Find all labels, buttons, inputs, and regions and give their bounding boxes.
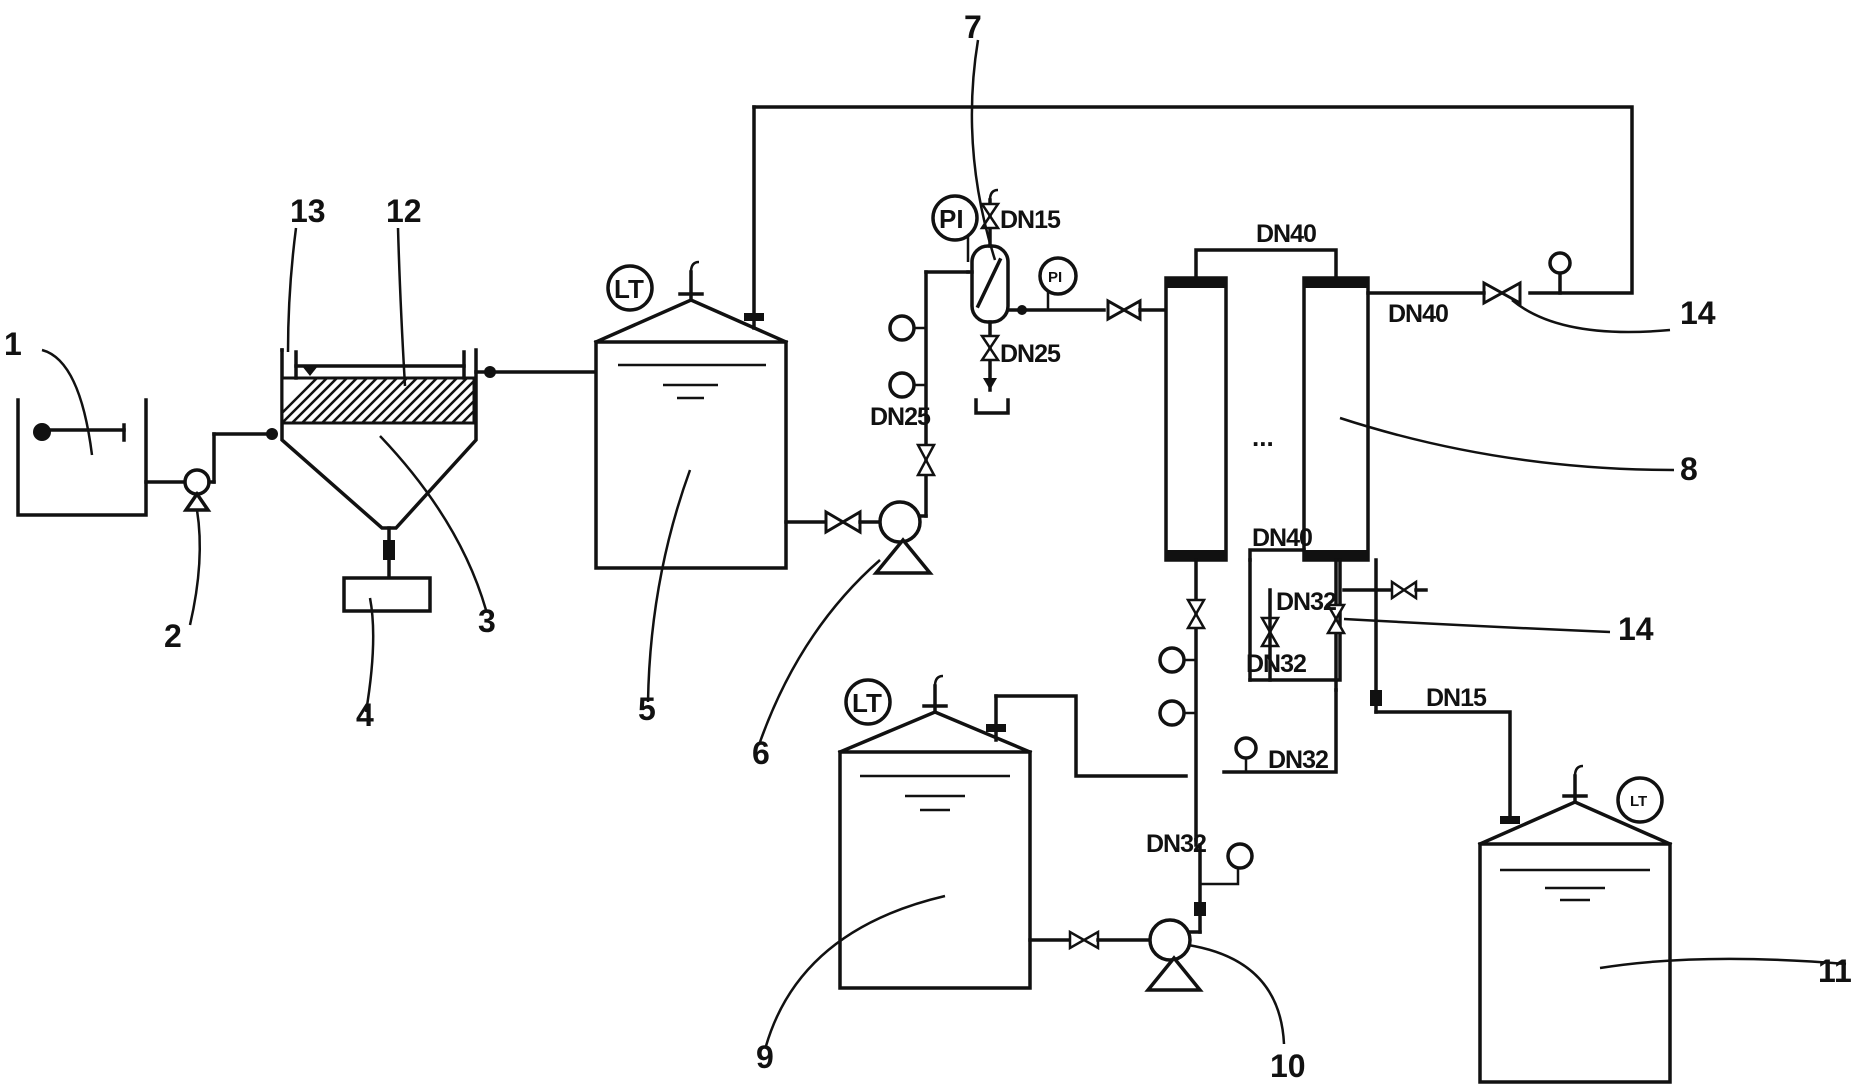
component-labels: 1 2 3 4 5 6 7 8 9 10 11 12 13 14 14 <box>4 9 1852 1084</box>
membrane-modules <box>1164 248 1512 842</box>
raw-water-tank <box>16 398 185 517</box>
dn32-left: DN32 <box>1246 650 1306 678</box>
filter-media-hatch <box>282 378 474 423</box>
label-1: 1 <box>4 326 22 362</box>
booster-pump <box>784 270 970 575</box>
dn25-filter-bottom: DN25 <box>1000 340 1061 368</box>
cleaning-tank <box>837 674 1188 990</box>
return-gauge <box>1548 251 1572 295</box>
dn15-filter-top: DN15 <box>1000 206 1061 234</box>
dn25-pump-line: DN25 <box>870 403 931 431</box>
feed-pump <box>182 432 274 512</box>
label-11: 11 <box>1818 953 1852 989</box>
label-13: 13 <box>290 193 326 229</box>
label-10: 10 <box>1270 1048 1306 1084</box>
leader-lines <box>41 39 1847 1047</box>
settling-tank <box>266 348 598 613</box>
lt-tank11-text: LT <box>1630 793 1647 810</box>
modules-ellipsis: ... <box>1252 422 1274 452</box>
pipe-size-labels: DN15 DN25 DN25 DN40 DN40 DN40 DN32 DN32 … <box>870 206 1488 858</box>
cleaning-pump <box>1028 838 1254 992</box>
label-9: 9 <box>756 1039 774 1075</box>
label-8: 8 <box>1680 451 1698 487</box>
label-5: 5 <box>638 691 656 727</box>
dn15-outlet: DN15 <box>1426 684 1487 712</box>
cartridge-filter <box>931 188 1168 415</box>
label-4: 4 <box>356 697 374 733</box>
dn32-pump-line: DN32 <box>1146 830 1206 858</box>
label-12: 12 <box>386 193 422 229</box>
return-valve <box>1482 280 1522 306</box>
label-3: 3 <box>478 603 496 639</box>
label-14-bottom: 14 <box>1618 611 1654 647</box>
lt-tank5-text: LT <box>614 274 644 304</box>
instrument-labels: LT LT LT PI PI ... <box>614 204 1647 810</box>
membrane-gauges <box>1158 646 1196 727</box>
pi-filter-text: PI <box>939 204 964 234</box>
dn40-top-link: DN40 <box>1256 220 1316 248</box>
dn40-bottom-link: DN40 <box>1252 524 1312 552</box>
return-line <box>752 105 1634 295</box>
intermediate-tank <box>593 105 789 570</box>
label-6: 6 <box>752 735 770 771</box>
label-14-top: 14 <box>1680 295 1716 331</box>
dn32-gauge: DN32 <box>1268 746 1328 774</box>
lt-tank9-text: LT <box>852 688 882 718</box>
label-2: 2 <box>164 618 182 654</box>
dn32-right: DN32 <box>1276 588 1336 616</box>
dn40-outlet: DN40 <box>1388 300 1448 328</box>
label-7: 7 <box>964 9 982 45</box>
pi-small-text: PI <box>1048 269 1062 286</box>
